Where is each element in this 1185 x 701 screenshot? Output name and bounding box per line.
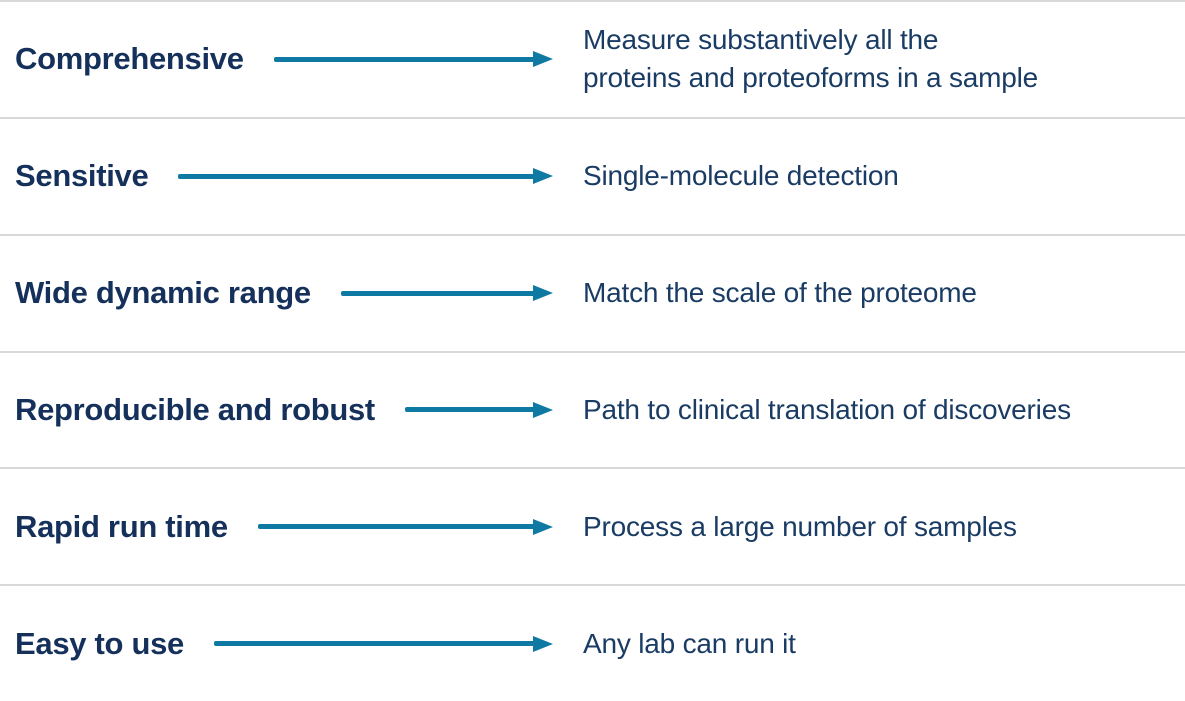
- feature-description-line: Any lab can run it: [583, 627, 796, 659]
- feature-description-line: proteins and proteoforms in a sample: [583, 62, 1039, 94]
- feature-row-left: Rapid run time: [0, 509, 553, 545]
- right-arrow-icon: [404, 401, 553, 418]
- feature-description-line: Match the scale of the proteome: [583, 277, 977, 309]
- arrow-head: [533, 51, 553, 68]
- feature-description-line: Measure substantively all the: [583, 24, 939, 56]
- arrow-shaft: [340, 290, 535, 296]
- arrow-shaft: [273, 56, 535, 62]
- feature-row-left: Reproducible and robust: [0, 392, 553, 428]
- feature-label: Comprehensive: [15, 41, 244, 77]
- feature-row: Reproducible and robust Path to clinical…: [0, 350, 1185, 468]
- feature-row-left: Wide dynamic range: [0, 275, 553, 311]
- arrow-head: [533, 518, 553, 535]
- feature-label: Sensitive: [15, 158, 149, 194]
- arrow-head: [533, 401, 553, 418]
- arrow-head: [533, 635, 553, 652]
- feature-row: Easy to use Any lab can run it: [0, 584, 1185, 701]
- feature-label: Rapid run time: [15, 508, 228, 544]
- feature-row: Wide dynamic range Match the scale of th…: [0, 233, 1185, 351]
- right-arrow-icon: [257, 518, 553, 535]
- arrow-shaft: [257, 524, 535, 530]
- feature-row: Rapid run time Process a large number of…: [0, 467, 1185, 584]
- feature-row: Sensitive Single-molecule detection: [0, 116, 1185, 234]
- feature-description: Any lab can run it: [583, 625, 796, 663]
- right-arrow-icon: [273, 51, 553, 68]
- feature-description-line: Single-molecule detection: [583, 160, 899, 192]
- feature-description: Process a large number of samples: [583, 508, 1017, 546]
- feature-row: Comprehensive Measure substantively all …: [0, 0, 1185, 117]
- feature-label: Easy to use: [15, 625, 185, 661]
- arrow-head: [533, 285, 553, 302]
- feature-row-left: Sensitive: [0, 158, 553, 194]
- arrow-shaft: [404, 407, 535, 413]
- feature-description-line: Process a large number of samples: [583, 510, 1017, 542]
- feature-description: Single-molecule detection: [583, 157, 899, 195]
- feature-description: Match the scale of the proteome: [583, 274, 977, 312]
- feature-row-left: Comprehensive: [0, 41, 553, 77]
- feature-row-left: Easy to use: [0, 626, 553, 662]
- arrow-head: [533, 168, 553, 185]
- feature-description: Path to clinical translation of discover…: [583, 391, 1071, 429]
- feature-description: Measure substantively all the proteins an…: [583, 21, 1038, 97]
- right-arrow-icon: [214, 635, 553, 652]
- feature-description-line: Path to clinical translation of discover…: [583, 393, 1071, 425]
- feature-label: Wide dynamic range: [15, 275, 311, 311]
- right-arrow-icon: [178, 168, 553, 185]
- feature-label: Reproducible and robust: [15, 391, 375, 427]
- arrow-shaft: [178, 173, 535, 179]
- arrow-shaft: [214, 641, 535, 647]
- right-arrow-icon: [340, 285, 553, 302]
